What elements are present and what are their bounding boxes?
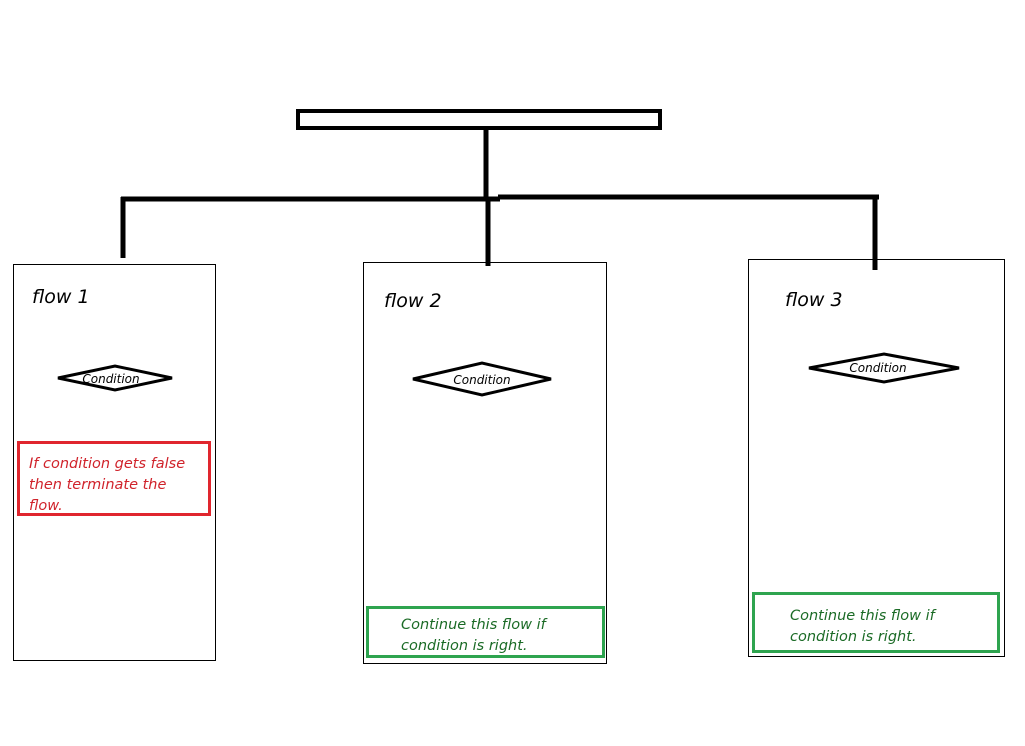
condition-label-3: Condition (849, 361, 907, 375)
note-text-3: Continue this flow if condition is right… (790, 608, 935, 645)
note-continue-3: Continue this flow if condition is right… (752, 592, 1000, 653)
flow-box-2 (363, 262, 607, 664)
condition-diamond-3 (808, 352, 960, 384)
flow-title-2: flow 2 (384, 290, 442, 312)
condition-diamond-1 (57, 364, 173, 392)
note-continue-2: Continue this flow if condition is right… (366, 606, 605, 658)
note-terminate: If condition gets false then terminate t… (17, 441, 211, 516)
note-text-2: Continue this flow if condition is right… (401, 617, 546, 654)
condition-label-2: Condition (453, 373, 511, 387)
top-node (296, 109, 662, 130)
flow-box-1 (13, 264, 216, 661)
note-text-1: If condition gets false then terminate t… (29, 456, 186, 514)
flow-title-3: flow 3 (785, 289, 843, 311)
condition-diamond-2 (412, 361, 552, 397)
flow-title-1: flow 1 (32, 286, 90, 308)
condition-label-1: Condition (82, 372, 140, 386)
flow-box-3 (748, 259, 1005, 657)
